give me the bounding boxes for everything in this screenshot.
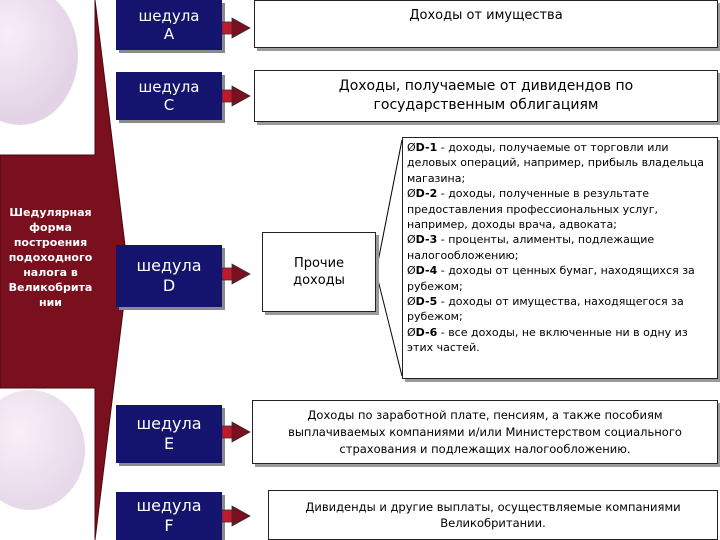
other-income-box: Прочие доходы xyxy=(262,232,376,312)
schedule-d-box: шедула D xyxy=(116,245,222,307)
schedule-f-description: Дивиденды и другие выплаты, осуществляем… xyxy=(268,490,718,540)
schedule-e-box: шедула E xyxy=(116,405,222,463)
d-item: ØD-6 - все доходы, не включенные ни в од… xyxy=(407,325,688,355)
schedule-d-connector xyxy=(222,263,251,285)
schedule-f-connector xyxy=(222,505,251,527)
main-label: Шедулярная форма построения подоходного … xyxy=(8,206,93,309)
d-item: ØD-3 - проценты, алименты, подлежащие на… xyxy=(407,233,655,262)
schedule-a-connector xyxy=(222,17,251,39)
d-item: ØD-4 - доходы от ценных бумаг, находящих… xyxy=(407,264,695,293)
schedule-a-description: Доходы от имущества xyxy=(254,0,718,48)
main-arrow-shape xyxy=(0,0,129,540)
d-item: ØD-1 - доходы, получаемые от торговли ил… xyxy=(407,141,704,185)
schedule-c-connector xyxy=(222,85,251,107)
schedule-c-description: Доходы, получаемые от дивидендов по госу… xyxy=(254,70,718,122)
schedule-e-description: Доходы по заработной плате, пенсиям, а т… xyxy=(252,400,718,464)
schedule-e-connector xyxy=(222,421,251,443)
schedule-c-box: шедула C xyxy=(116,72,222,120)
d-item: ØD-5 - доходы от имущества, находящегося… xyxy=(407,295,684,324)
d-subcategories-list: ØD-1 - доходы, получаемые от торговли ил… xyxy=(402,137,718,379)
schedule-f-box: шедула F xyxy=(116,492,222,540)
schedule-a-box: шедула A xyxy=(116,0,222,50)
d-item: ØD-2 - доходы, полученные в результате п… xyxy=(407,187,658,232)
